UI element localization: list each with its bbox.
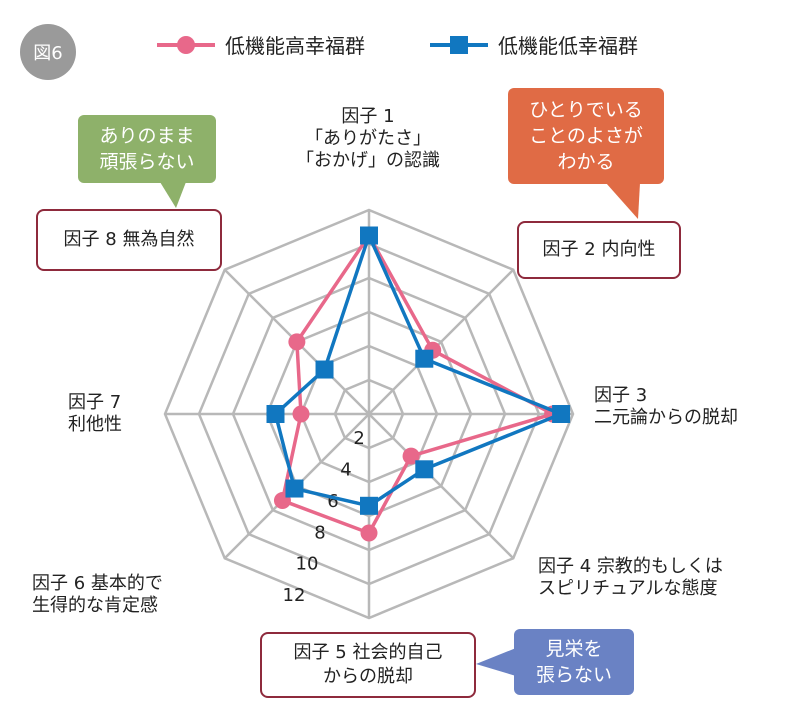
series-1-point-f7 [292,405,310,423]
series-2-point-f8 [315,360,334,379]
axis-label-f7: 因子 7 利他性 [68,392,122,435]
tick-label-2: 2 [353,428,364,449]
tick-label-8: 8 [314,522,325,543]
tick-label-4: 4 [340,459,351,480]
callout-blue: 見栄を 張らない [514,629,634,695]
legend-label-low: 低機能低幸福群 [498,34,638,58]
series-2-point-f5 [360,496,378,515]
figure-badge: 図6 [20,24,76,80]
callout-orange-pointer [606,183,640,219]
axis-label-f3: 因子 3 二元論からの脱却 [594,385,738,428]
tick-label-10: 10 [296,554,319,575]
axis-label-f5: 因子 5 社会的自己 からの脱却 [260,632,476,698]
axis-label-f2: 因子 2 内向性 [517,221,681,279]
series-2-point-f4 [415,460,434,479]
axis-label-f6: 因子 6 基本的で 生得的な肯定感 [32,573,163,616]
tick-label-6: 6 [327,491,338,512]
callout-blue-pointer [476,648,516,676]
series-2-point-f6 [285,479,304,498]
callout-green-pointer [160,182,186,208]
callout-green: ありのまま 頑張らない [78,115,216,183]
legend-label-high: 低機能高幸福群 [225,34,365,58]
series-1-point-f8 [288,333,306,351]
spoke-f2 [368,268,515,415]
axis-label-f1: 因子 1 「ありがたさ」 「おかげ」の認識 [296,106,440,171]
series-2-point-f1 [360,226,378,245]
tick-label-12: 12 [283,585,306,606]
series-2-point-f7 [266,405,285,423]
axis-label-f4: 因子 4 宗教的もしくは スピリチュアルな態度 [538,556,723,599]
callout-orange: ひとりでいる ことのよさが わかる [508,88,664,184]
legend-item-high: 低機能高幸福群 [155,30,365,59]
legend-marker-low [430,35,488,54]
series-line-1 [280,233,555,535]
legend-marker-high [157,35,215,54]
series-1-point-f5 [360,524,378,542]
axis-label-f8: 因子 8 無為自然 [36,209,222,271]
spoke-f4 [368,413,515,560]
series-2-point-f2 [415,349,434,368]
legend-item-low: 低機能低幸福群 [428,30,638,59]
series-2-point-f3 [552,405,571,423]
